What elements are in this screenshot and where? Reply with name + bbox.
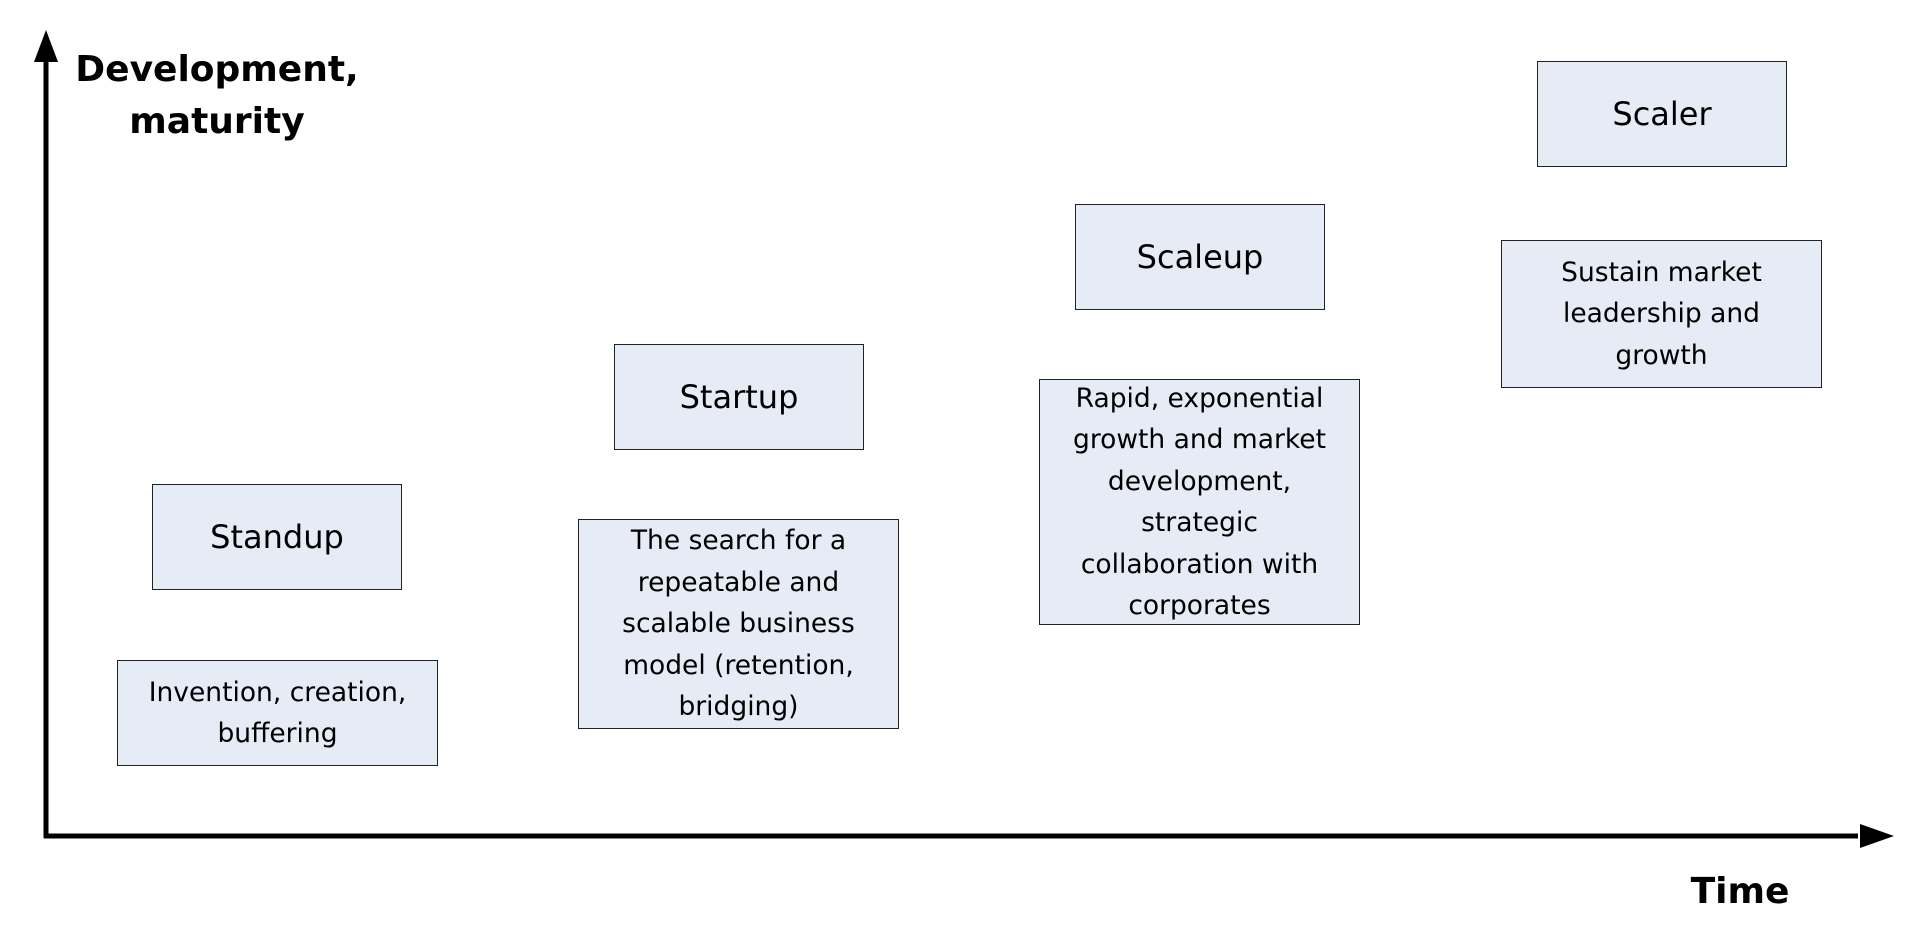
stage-title: Scaler xyxy=(1612,95,1712,133)
stage-box-startup: Startup xyxy=(614,344,864,450)
stage-title: Standup xyxy=(210,518,344,556)
y-axis-label-line-1: Development, xyxy=(75,49,359,90)
description-line: leadership and xyxy=(1563,298,1760,330)
y-axis-label-line-2: maturity xyxy=(129,101,305,142)
stage-box-scaler: Scaler xyxy=(1537,61,1787,167)
stage-title: Scaleup xyxy=(1136,238,1264,276)
description-box-scaleup: Rapid, exponential growth and market dev… xyxy=(1039,379,1360,625)
description-box-scaler: Sustain market leadership and growth xyxy=(1501,240,1822,388)
description-line: The search for a xyxy=(630,525,847,557)
description-box-standup: Invention, creation, buffering xyxy=(117,660,438,766)
stage-box-scaleup: Scaleup xyxy=(1075,204,1325,310)
description-box-startup: The search for a repeatable and scalable… xyxy=(578,519,899,729)
description-line: growth xyxy=(1615,339,1708,371)
x-axis-label: Time xyxy=(1690,871,1790,912)
description-line: Rapid, exponential xyxy=(1075,382,1324,414)
description-line: collaboration with xyxy=(1080,548,1319,580)
description-line: strategic xyxy=(1141,507,1258,538)
description-line: Invention, creation, xyxy=(148,676,407,708)
description-line: model (retention, xyxy=(623,649,854,681)
y-axis-arrowhead xyxy=(34,30,58,62)
description-line: Sustain market xyxy=(1561,256,1762,288)
description-line: bridging) xyxy=(678,691,799,723)
stage-box-standup: Standup xyxy=(152,484,402,590)
description-line: scalable business xyxy=(622,608,855,640)
description-line: growth and market xyxy=(1073,424,1326,455)
y-axis-label: Development, maturity xyxy=(72,44,362,148)
stage-title: Startup xyxy=(679,378,799,416)
description-line: buffering xyxy=(217,718,338,749)
description-line: development, xyxy=(1107,465,1292,497)
x-axis-arrowhead xyxy=(1860,824,1894,848)
description-line: corporates xyxy=(1128,590,1271,621)
description-line: repeatable and xyxy=(637,566,840,598)
